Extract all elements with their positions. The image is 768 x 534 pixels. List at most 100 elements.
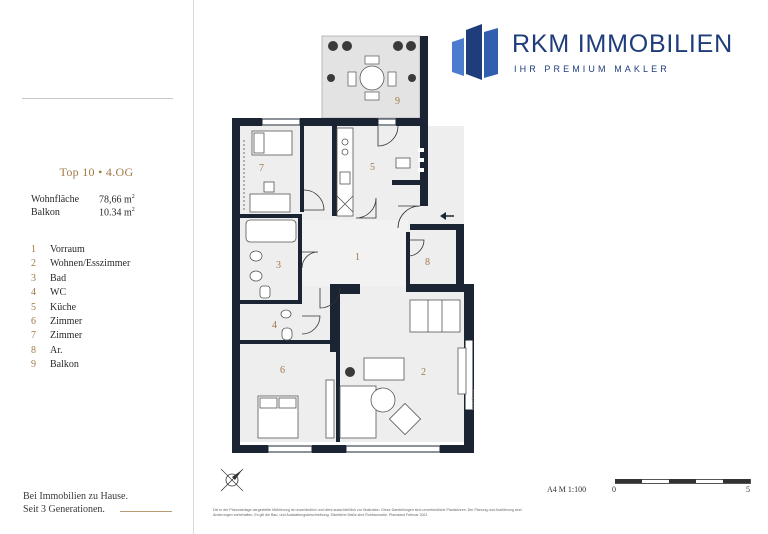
room-number-4: 4 bbox=[272, 320, 277, 331]
watermark: www.rkm.at bbox=[470, 388, 475, 410]
plant-icon bbox=[327, 41, 416, 82]
window-tick bbox=[418, 148, 424, 152]
doors bbox=[301, 125, 425, 335]
armchair bbox=[388, 402, 422, 436]
door-bath bbox=[301, 251, 319, 269]
scale-end: 5 bbox=[746, 485, 750, 494]
window-south-living bbox=[345, 445, 441, 453]
wall-north-a bbox=[232, 118, 262, 126]
wall-north-c bbox=[396, 118, 426, 126]
balcony-furniture bbox=[327, 41, 416, 101]
tv-sideboard bbox=[457, 347, 467, 395]
room-numbers: 1 2 3 4 5 6 7 8 9 bbox=[259, 96, 430, 378]
sofa-chaise bbox=[339, 385, 377, 439]
living-area-label: Wohnfläche bbox=[31, 194, 80, 205]
room-number-7: 7 bbox=[259, 163, 264, 174]
basin bbox=[249, 250, 263, 262]
window-north-kitchen bbox=[377, 118, 397, 126]
door-balcony bbox=[377, 125, 399, 147]
hob bbox=[341, 148, 349, 156]
room-number-6: 6 bbox=[280, 365, 285, 376]
hall-floor bbox=[302, 220, 408, 286]
wall-living-top bbox=[406, 284, 474, 292]
wall-living-west bbox=[330, 292, 336, 352]
toilet bbox=[259, 285, 271, 299]
wall-east-upper bbox=[420, 36, 428, 206]
room-number-8: 8 bbox=[425, 257, 430, 268]
room6-furniture bbox=[257, 379, 335, 439]
wc-toilet bbox=[281, 327, 293, 341]
wall-hall-bottom bbox=[330, 284, 360, 294]
balcony-area-value: 10.34 m2 bbox=[99, 207, 135, 219]
wc-basin bbox=[280, 309, 292, 319]
basin bbox=[249, 270, 263, 282]
wall-kitchen-south bbox=[392, 180, 420, 185]
bathtub bbox=[245, 219, 297, 243]
slogan-rule bbox=[120, 511, 172, 512]
wall-south-a bbox=[232, 445, 268, 453]
north-arrow-icon bbox=[220, 468, 244, 492]
kitchen-furniture bbox=[336, 127, 411, 217]
window-north-room7 bbox=[261, 118, 301, 126]
room-number-9: 9 bbox=[395, 96, 400, 107]
bath-furniture bbox=[245, 219, 297, 299]
wall-north-b bbox=[300, 118, 378, 126]
wall-wc-bottom bbox=[240, 340, 330, 344]
dining-table bbox=[409, 299, 461, 333]
wc-furniture bbox=[280, 309, 293, 341]
sofa bbox=[363, 357, 405, 381]
room-number-2: 2 bbox=[421, 367, 426, 378]
wall-store-top bbox=[410, 224, 464, 230]
wall-bath-east bbox=[298, 214, 302, 304]
wall-wc-top bbox=[240, 300, 300, 304]
brand-logo: RKM IMMOBILIEN IHR PREMIUM MAKLER bbox=[450, 24, 762, 84]
door-room6 bbox=[319, 287, 341, 309]
brand-name: RKM IMMOBILIEN bbox=[512, 30, 733, 58]
room-number-5: 5 bbox=[370, 162, 375, 173]
door-kitchen bbox=[355, 197, 377, 219]
left-info-panel: Top 10 • 4.OG Wohnfläche 78,66 m2 Balkon… bbox=[0, 0, 193, 534]
panel-divider bbox=[193, 0, 194, 534]
scale-bar-segments bbox=[615, 479, 750, 483]
fridge-cross bbox=[336, 195, 354, 213]
slogan-line-1: Bei Immobilien zu Hause. bbox=[23, 491, 128, 502]
unit-title: Top 10 • 4.OG bbox=[59, 165, 134, 179]
top-rule bbox=[22, 98, 173, 99]
door-room7 bbox=[303, 189, 325, 211]
wall-room7-east bbox=[300, 126, 304, 212]
wall-south-c bbox=[440, 445, 474, 453]
window-tick bbox=[418, 168, 424, 172]
hob bbox=[341, 138, 349, 146]
building-logo-icon bbox=[452, 24, 498, 80]
scale-start: 0 bbox=[612, 485, 616, 494]
wall-west bbox=[232, 118, 240, 453]
pillow bbox=[259, 397, 278, 409]
door-wc bbox=[301, 315, 321, 335]
living-area-value: 78,66 m2 bbox=[99, 194, 135, 206]
plant-icon bbox=[345, 367, 355, 377]
door-storage bbox=[407, 239, 425, 257]
room7-furniture bbox=[243, 130, 293, 213]
pillow bbox=[278, 397, 297, 409]
coffee-table bbox=[370, 387, 396, 413]
room-number-1: 1 bbox=[355, 252, 360, 263]
brand-tagline: IHR PREMIUM MAKLER bbox=[514, 64, 670, 74]
chair bbox=[263, 181, 275, 193]
scale-label: A4 M 1:100 bbox=[547, 485, 587, 494]
balcony-area-row: Balkon 10.34 m2 bbox=[31, 207, 171, 218]
balcony-table bbox=[359, 65, 385, 91]
slogan-line-2: Seit 3 Generationen. bbox=[23, 503, 105, 515]
door-entrance bbox=[397, 205, 421, 229]
wall-store-west bbox=[406, 232, 410, 288]
wall-south-b bbox=[312, 445, 346, 453]
disclaimer: Die in der Planunterlage dargestellte Mö… bbox=[213, 508, 522, 517]
